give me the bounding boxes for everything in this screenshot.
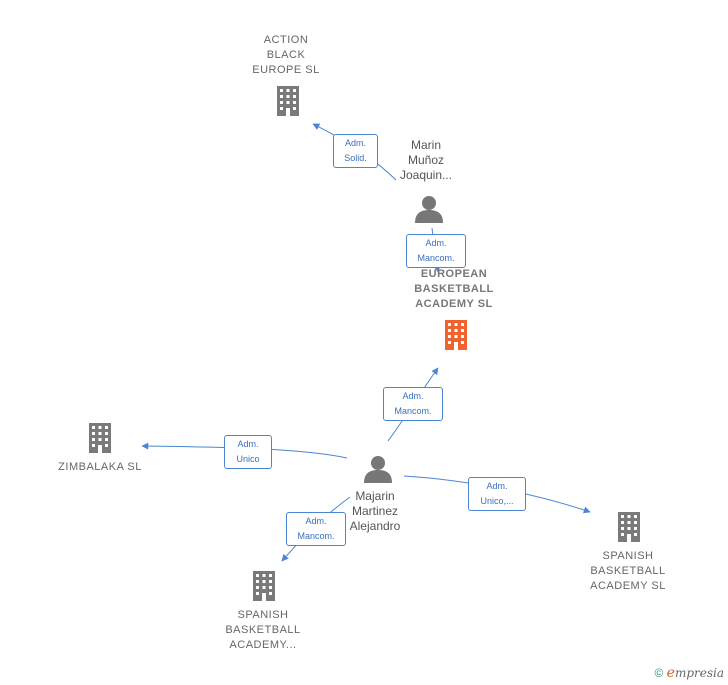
action-black-building-icon[interactable] [277, 86, 299, 116]
edge-label-majarin-european[interactable]: Adm. Mancom. [383, 387, 443, 421]
majarin-person-icon[interactable] [364, 456, 392, 483]
marin-person-icon[interactable] [415, 196, 443, 223]
empresia-brand[interactable]: © empresia [654, 665, 724, 681]
edge-label-marin-european[interactable]: Adm. Mancom. [406, 234, 466, 268]
zimbalaka-label[interactable]: ZIMBALAKA SL [58, 461, 142, 473]
edge-label-majarin-spanish-bottom[interactable]: Adm. Mancom. [286, 512, 346, 546]
spanish-right-label[interactable]: SPANISH BASKETBALL ACADEMY SL [590, 550, 666, 592]
brand-name: mpresia [674, 666, 724, 680]
spanish-bottom-building-icon[interactable] [253, 571, 275, 601]
marin-label[interactable]: Marin Muñoz Joaquin... [399, 138, 453, 182]
copyright-symbol: © [654, 666, 664, 680]
european-label[interactable]: EUROPEAN BASKETBALL ACADEMY SL [414, 268, 494, 310]
brand-e-logo: e [666, 665, 675, 681]
action-black-label[interactable]: ACTION BLACK EUROPE SL [252, 34, 320, 76]
edge-label-marin-action[interactable]: Adm. Solid. [333, 134, 378, 168]
edge-label-majarin-spanish-right[interactable]: Adm. Unico,... [468, 477, 526, 511]
spanish-bottom-label[interactable]: SPANISH BASKETBALL ACADEMY... [225, 609, 301, 651]
edge-label-majarin-zimbalaka[interactable]: Adm. Unico [224, 435, 272, 469]
zimbalaka-building-icon[interactable] [89, 423, 111, 453]
spanish-right-building-icon[interactable] [618, 512, 640, 542]
european-building-icon[interactable] [445, 320, 467, 350]
majarin-label[interactable]: Majarin Martinez Alejandro [349, 489, 401, 533]
